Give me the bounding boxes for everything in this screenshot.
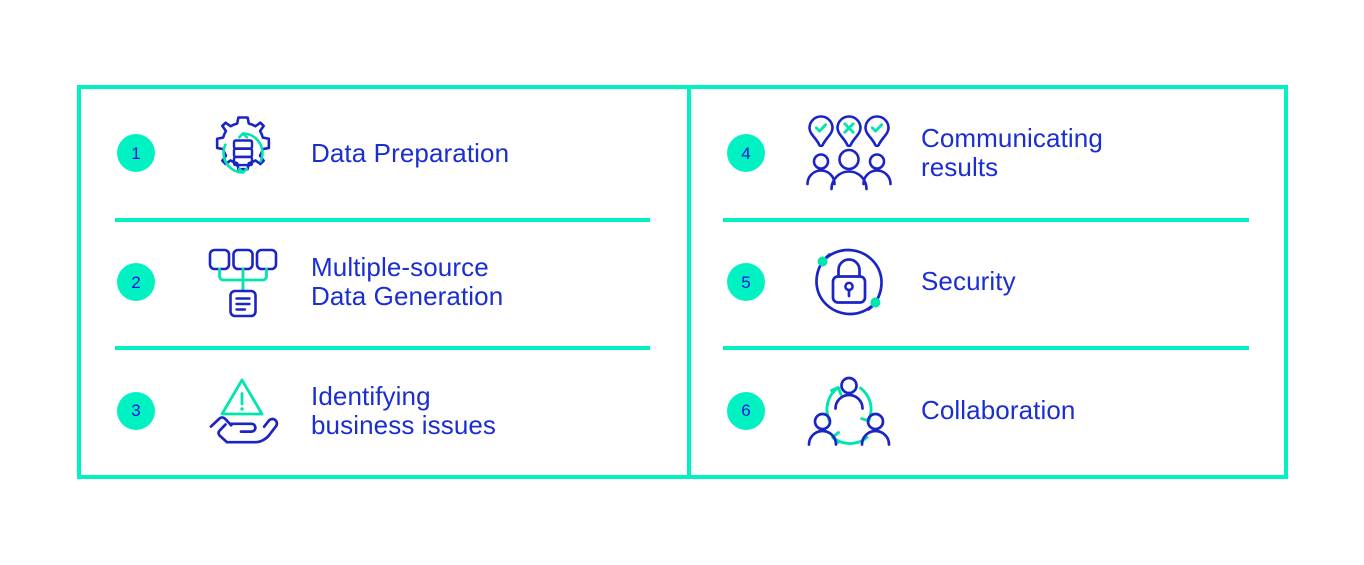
list-item[interactable]: 5 Securit [691,217,1284,347]
list-item[interactable]: 2 [81,217,687,347]
step-number-badge: 4 [726,134,765,173]
list-item[interactable]: 1 Data Pr [81,89,687,218]
list-item-label: Collaboration [920,395,1076,426]
people-circular-arrows-icon [803,365,895,457]
padlock-circle-icon [803,236,895,328]
list-item-label: Communicating results [920,123,1103,183]
gear-database-icon [197,107,289,199]
list-item[interactable]: 4 [691,89,1284,218]
list-item-label: Security [920,266,1016,297]
hand-warning-icon [197,365,289,457]
step-number-badge: 5 [726,263,765,301]
list-item[interactable]: 6 [691,346,1284,475]
list-item[interactable]: 3 Identifying business issues [81,346,687,475]
multi-source-document-icon [197,236,289,328]
step-number-badge: 2 [117,263,155,301]
left-column: 1 Data Pr [81,89,687,475]
six-step-panel: 1 Data Pr [77,85,1288,479]
step-number-badge: 1 [117,134,155,173]
people-speech-bubbles-icon [803,107,895,199]
step-number-badge: 3 [117,391,155,430]
list-item-label: Multiple-source Data Generation [311,251,504,311]
step-number-badge: 6 [726,391,765,430]
list-item-label: Data Preparation [311,137,510,168]
right-column: 4 [691,89,1284,475]
list-item-label: Identifying business issues [311,380,497,440]
column-divider [686,89,691,475]
